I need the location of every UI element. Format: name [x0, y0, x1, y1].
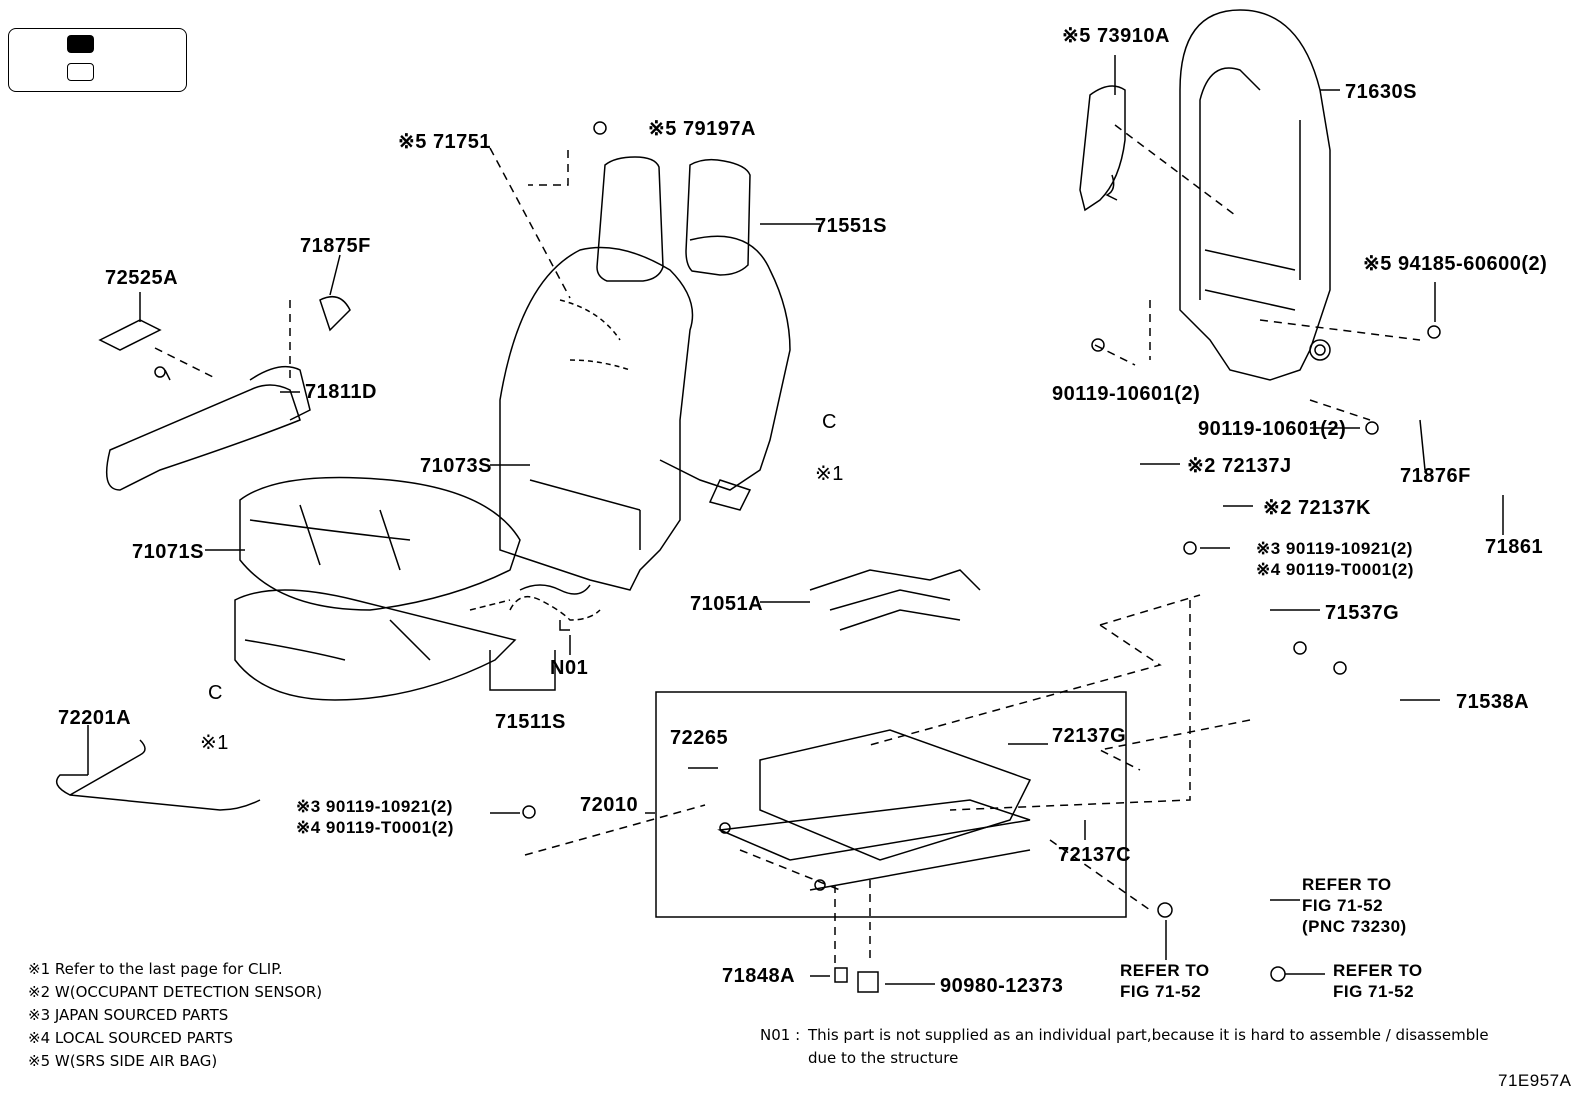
label-72010: 72010: [580, 794, 639, 816]
label-94185: ※5 94185-60600(2): [1363, 253, 1548, 275]
label-90119-10601-b: 90119-10601(2): [1198, 418, 1347, 440]
n01-note-line1: This part is not supplied as an individu…: [808, 1026, 1489, 1044]
seat-cushion-drawing: [234, 476, 601, 701]
legend-light-swatch: [67, 63, 94, 81]
clip-c-top: C: [822, 411, 837, 433]
label-79197A: ※5 79197A: [648, 118, 756, 140]
label-72525A: 72525A: [105, 267, 179, 289]
note-ref-1-bottom: ※1: [200, 732, 229, 754]
clip-c-bottom: C: [208, 682, 223, 704]
n01-note-label: N01 :: [760, 1026, 801, 1044]
label-71537G: 71537G: [1325, 602, 1400, 624]
seatback-cover-drawing: [499, 156, 791, 591]
seat-adjuster-box: [655, 691, 1127, 918]
footnote-4: ※4 LOCAL SOURCED PARTS: [28, 1029, 233, 1047]
label-71848A: 71848A: [722, 965, 796, 987]
refer-pnc-73230-line1: REFER TO: [1302, 875, 1392, 894]
label-71551S: 71551S: [815, 215, 887, 237]
label-71876F: 71876F: [1400, 465, 1471, 487]
solid-leaders: [87, 55, 1504, 985]
label-72137J: ※2 72137J: [1187, 455, 1292, 477]
label-72137C: 72137C: [1058, 844, 1132, 866]
wire-72201A-drawing: [55, 739, 261, 811]
label-90980-12373: 90980-12373: [940, 975, 1064, 997]
label-90119-T0001-left: ※4 90119-T0001(2): [296, 818, 454, 837]
footnote-2: ※2 W(OCCUPANT DETECTION SENSOR): [28, 983, 323, 1001]
label-72137K: ※2 72137K: [1263, 497, 1371, 519]
refer-right-line1: REFER TO: [1333, 961, 1423, 980]
label-72201A: 72201A: [58, 707, 132, 729]
seat-adjuster-drawing: [717, 729, 1032, 891]
footnote-1: ※1 Refer to the last page for CLIP.: [28, 960, 283, 978]
figure-code: 71E957A: [1498, 1071, 1572, 1090]
legend-dark-swatch: [67, 35, 94, 53]
refer-right-line2: FIG 71-52: [1333, 982, 1415, 1001]
n01-note-line2: due to the structure: [808, 1049, 959, 1067]
fasteners: [154, 121, 1441, 993]
refer-pnc-73230-line2: FIG 71-52: [1302, 896, 1384, 915]
armrest-drawing: [98, 295, 351, 491]
refer-left-line1: REFER TO: [1120, 961, 1210, 980]
label-90119-T0001-right: ※4 90119-T0001(2): [1256, 560, 1414, 579]
refer-left-line2: FIG 71-52: [1120, 982, 1202, 1001]
label-N01: N01: [550, 657, 589, 679]
footnote-3: ※3 JAPAN SOURCED PARTS: [28, 1006, 229, 1024]
label-73910A: ※5 73910A: [1062, 25, 1170, 47]
spring-assembly-drawing: [809, 569, 981, 631]
label-71630S: 71630S: [1345, 81, 1417, 103]
label-71861: 71861: [1485, 536, 1544, 558]
label-90119-10921-right: ※3 90119-10921(2): [1256, 539, 1413, 558]
label-72137G: 72137G: [1052, 725, 1127, 747]
label-71538A: 71538A: [1456, 691, 1530, 713]
label-71071S: 71071S: [132, 541, 204, 563]
side-airbag-drawing: [1079, 85, 1126, 212]
label-71073S: 71073S: [420, 455, 492, 477]
label-71511S: 71511S: [495, 711, 566, 733]
label-71751: ※5 71751: [398, 131, 492, 153]
refer-pnc-73230-line3: (PNC 73230): [1302, 917, 1407, 936]
label-71051A: 71051A: [690, 593, 764, 615]
dashed-leaders: [154, 124, 1421, 965]
seatback-frame-drawing: [1179, 9, 1331, 381]
footnote-5: ※5 W(SRS SIDE AIR BAG): [28, 1052, 218, 1070]
note-ref-1-top: ※1: [815, 463, 844, 485]
legend-box: [8, 28, 187, 92]
label-71875F: 71875F: [300, 235, 371, 257]
label-90119-10601-a: 90119-10601(2): [1052, 383, 1201, 405]
label-71811D: 71811D: [305, 381, 377, 403]
label-90119-10921-left: ※3 90119-10921(2): [296, 797, 453, 816]
label-72265: 72265: [670, 727, 729, 749]
